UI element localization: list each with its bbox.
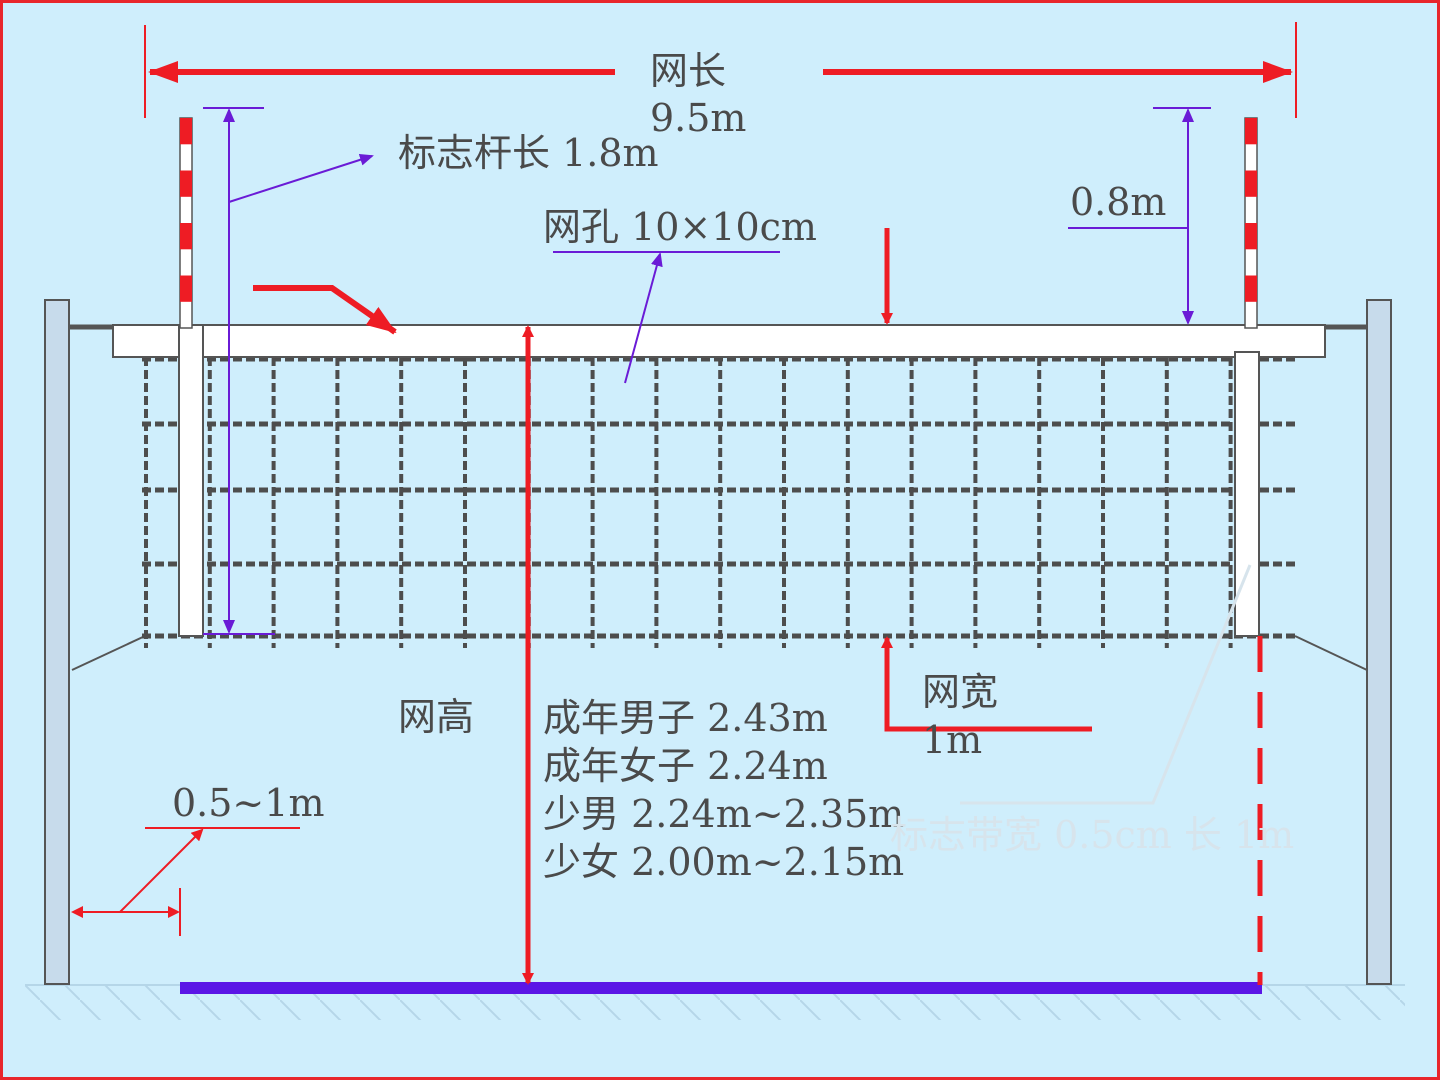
net-top-band: [112, 324, 1326, 358]
mesh-size-label: 网孔 10×10cm: [543, 205, 817, 249]
left-antenna: [179, 117, 193, 329]
net-width-value: 1m: [922, 718, 982, 762]
net-width-bottom-arrow: [881, 636, 1092, 732]
left-post: [44, 299, 146, 985]
side-band-leader: [960, 564, 1252, 805]
right-antenna: [1244, 117, 1258, 329]
post-distance-label: 0.5~1m: [172, 781, 324, 825]
ground: [25, 982, 1405, 1020]
net-length-label: 网长: [650, 49, 726, 93]
net-length-dimension: [144, 22, 1297, 118]
court-floor-line: [180, 982, 1262, 994]
height-youth-boys-label: 少男 2.24m~2.35m: [543, 792, 904, 836]
height-men-label: 成年男子 2.43m: [543, 696, 828, 740]
height-women-label: 成年女子 2.24m: [543, 744, 828, 788]
top-band-pointer-arrow: [253, 285, 397, 335]
mesh-size-pointer: [553, 251, 780, 384]
antenna-length-dimension: [203, 107, 374, 635]
post-distance-dimension: [71, 827, 300, 936]
antenna-length-label: 标志杆长 1.8m: [398, 131, 659, 175]
antenna-above-net-label: 0.8m: [1070, 180, 1166, 224]
left-side-band: [178, 324, 204, 637]
right-post: [1294, 299, 1392, 985]
net-height-label: 网高: [398, 695, 474, 739]
net-width-label: 网宽: [922, 670, 998, 714]
antenna-above-net-dimension: [1068, 107, 1211, 325]
height-youth-girls-label: 少女 2.00m~2.15m: [543, 840, 904, 884]
side-band-label: 标志带宽 0.5cm 长 1m: [890, 813, 1294, 857]
net-length-value: 9.5m: [650, 96, 746, 140]
